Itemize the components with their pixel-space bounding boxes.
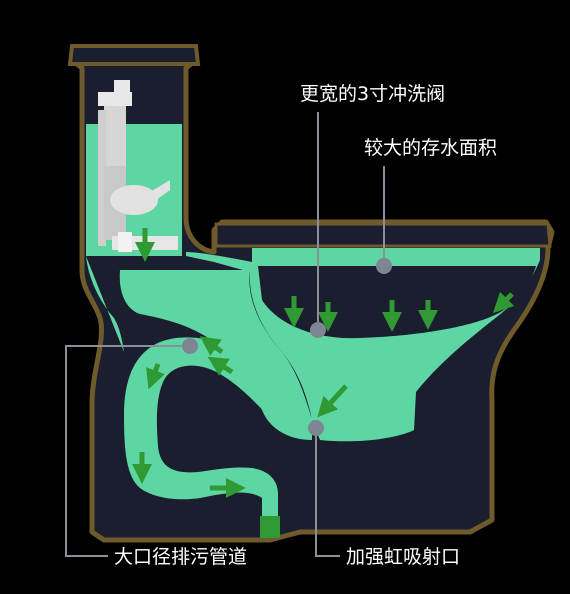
flush-mechanism — [98, 80, 178, 252]
tank-lid — [67, 44, 201, 66]
flow-arrow-icon — [199, 336, 224, 356]
label-drain-pipe: 大口径排污管道 — [114, 546, 247, 568]
flow-arrow-icon — [207, 356, 234, 376]
label-water-surface: 较大的存水面积 — [364, 137, 497, 159]
flow-arrow-icon — [146, 363, 165, 390]
marker-dots — [182, 258, 392, 436]
flow-arrow-icon — [492, 291, 515, 314]
trapway-inner — [170, 370, 268, 426]
flow-arrow-icon — [317, 384, 348, 418]
marker-dot-icon — [310, 322, 326, 338]
marker-dot-icon — [308, 420, 324, 436]
marker-dot-icon — [376, 258, 392, 274]
label-siphon-jet: 加强虹吸射口 — [346, 546, 460, 568]
trapway-pipe — [124, 337, 312, 522]
drain-outlet — [260, 516, 280, 538]
leader-lines — [65, 112, 385, 557]
label-flush-valve: 更宽的3寸冲洗阀 — [300, 83, 445, 105]
flow-arrows — [132, 228, 515, 498]
marker-dot-icon — [182, 338, 198, 354]
